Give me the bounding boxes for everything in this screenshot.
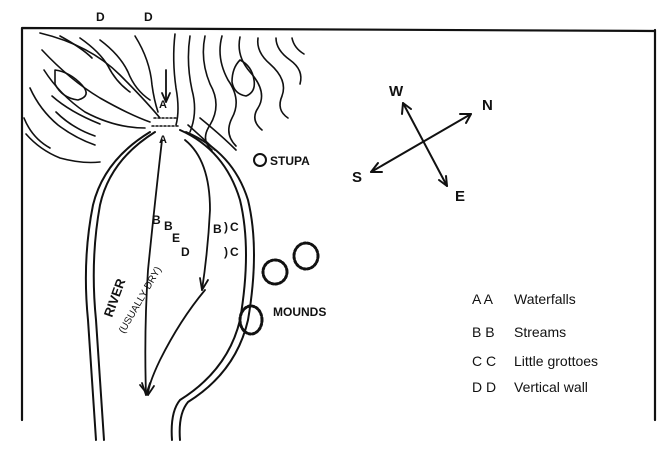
grotto-bracket-bottom: ) bbox=[224, 245, 228, 259]
compass-s: S bbox=[352, 169, 362, 186]
grotto-label-c-bottom: C bbox=[230, 245, 239, 259]
legend-text-dd: Vertical wall bbox=[514, 379, 588, 395]
streams bbox=[139, 69, 211, 396]
stupa-marker bbox=[253, 153, 267, 167]
stream-label-b-left: B bbox=[152, 213, 161, 227]
stupa-label: STUPA bbox=[270, 154, 310, 168]
bed-letter-e: E bbox=[172, 231, 180, 245]
legend-key-aa: A A bbox=[472, 291, 494, 307]
river-label: RIVER bbox=[101, 276, 129, 319]
legend: A A Waterfalls B B Streams C C Little gr… bbox=[472, 291, 598, 395]
legend-key-cc: C C bbox=[472, 353, 496, 369]
legend-key-dd: D D bbox=[472, 379, 496, 395]
legend-text-bb: Streams bbox=[514, 324, 566, 340]
legend-text-aa: Waterfalls bbox=[514, 291, 576, 307]
grotto-label-c-top: C bbox=[230, 220, 239, 234]
wall-label-d-right: D bbox=[144, 10, 153, 24]
waterfall-label-a-top: A bbox=[159, 99, 167, 111]
compass-rose bbox=[370, 102, 472, 187]
wall-label-d-left: D bbox=[96, 10, 105, 24]
waterfall-label-a-bottom: A bbox=[159, 134, 167, 146]
legend-key-bb: B B bbox=[472, 324, 495, 340]
legend-text-cc: Little grottoes bbox=[514, 353, 598, 369]
grotto-bracket-top: ) bbox=[224, 220, 228, 234]
mounds bbox=[238, 241, 320, 336]
bed-letter-b: B bbox=[164, 219, 173, 233]
mounds-label: MOUNDS bbox=[273, 305, 326, 319]
stream-label-b-right: B bbox=[213, 222, 222, 236]
hill-contours bbox=[23, 32, 305, 164]
bed-letter-d: D bbox=[181, 245, 190, 259]
compass-n: N bbox=[482, 97, 493, 114]
compass-arrow-s-n bbox=[370, 113, 472, 173]
map-frame bbox=[20, 26, 657, 422]
usually-dry-note: (USUALLY DRY) bbox=[117, 265, 164, 335]
compass-w: W bbox=[389, 83, 404, 100]
compass-arrow-w-e bbox=[402, 102, 448, 187]
waterfall-marks bbox=[151, 117, 181, 127]
compass-e: E bbox=[455, 188, 465, 205]
